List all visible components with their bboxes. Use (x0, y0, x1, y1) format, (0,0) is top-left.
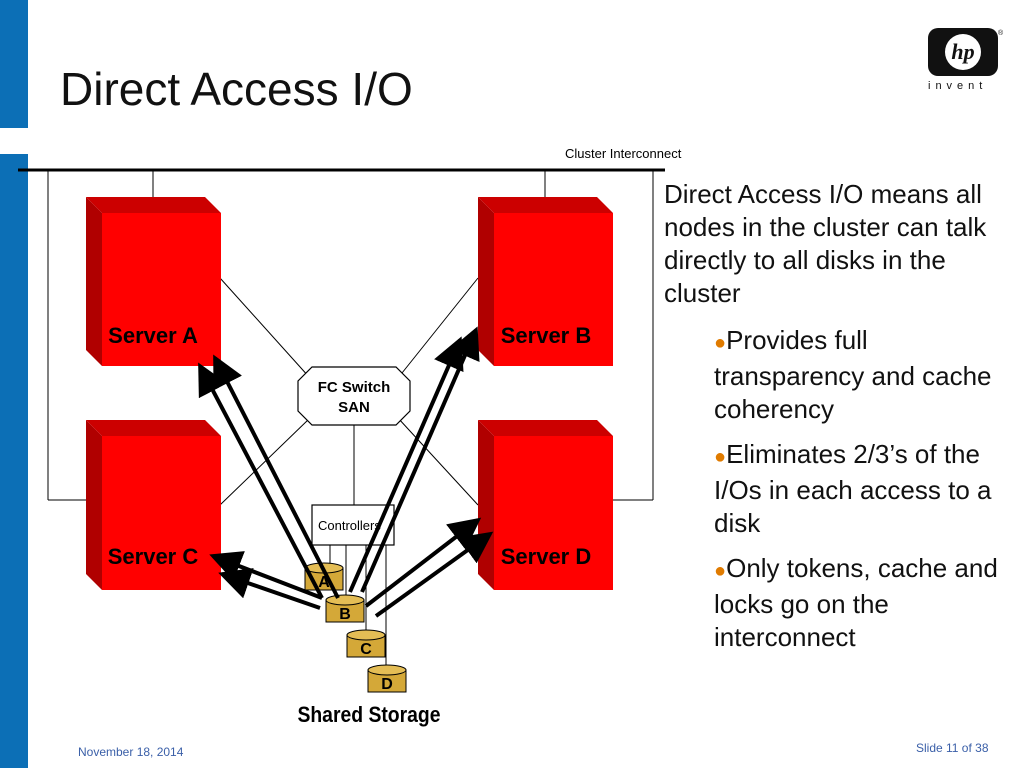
server-b: Server B (478, 197, 613, 366)
server-a: Server A (86, 197, 221, 366)
slide-number: Slide 11 of 38 (916, 741, 989, 755)
server-c-label: Server C (108, 544, 199, 569)
controllers-label: Controllers (318, 518, 381, 533)
disk-d: D (367, 664, 407, 693)
bullet-dot-icon: ● (714, 332, 727, 354)
server-b-label: Server B (501, 323, 592, 348)
san-link-a (219, 277, 311, 379)
san-link-d (397, 417, 479, 506)
server-c: Server C (86, 420, 221, 590)
bullet-item: ●Provides full transparency and cache co… (714, 324, 1004, 426)
bullet-text: Only tokens, cache and locks go on the i… (714, 553, 998, 652)
switch-label-line2: SAN (338, 399, 370, 416)
server-d-label: Server D (501, 544, 592, 569)
arrow-to-server-c-1 (209, 551, 323, 600)
san-link-b (397, 277, 479, 379)
arrow-to-server-d-2 (374, 531, 494, 618)
lead-paragraph: Direct Access I/O means all nodes in the… (664, 179, 987, 308)
disk-b-label: B (339, 606, 351, 623)
switch-label-line1: FC Switch (318, 379, 391, 396)
accent-bar-notch (0, 128, 28, 154)
san-link-c (219, 417, 311, 506)
bullet-text: Eliminates 2/3’s of the I/Os in each acc… (714, 439, 992, 538)
server-d: Server D (478, 420, 613, 590)
disk-d-label: D (381, 676, 393, 693)
interconnect-label: Cluster Interconnect (565, 146, 682, 161)
bullet-dot-icon: ● (714, 560, 727, 582)
arrow-to-server-b-2 (360, 326, 480, 593)
registered-mark: ® (998, 30, 1004, 37)
fc-switch-san: FC Switch SAN (297, 366, 411, 426)
logo-tagline: invent (928, 80, 988, 92)
left-accent-bar (0, 0, 28, 768)
logo-text: hp (951, 39, 974, 64)
disk-b: B (325, 594, 365, 623)
shared-storage-label: Shared Storage (297, 703, 440, 727)
bullet-item: ●Only tokens, cache and locks go on the … (714, 552, 1004, 654)
hp-logo: hp (928, 28, 998, 76)
arrow-to-server-a-2 (213, 354, 340, 599)
access-arrows (198, 326, 494, 618)
controllers-box: Controllers (311, 504, 395, 546)
arrow-to-server-b-1 (348, 336, 464, 593)
disk-c-label: C (360, 641, 372, 658)
slide-title: Direct Access I/O (60, 63, 413, 115)
arrow-to-server-a-1 (198, 362, 324, 599)
arrow-to-server-c-2 (218, 568, 321, 610)
bullet-item: ●Eliminates 2/3’s of the I/Os in each ac… (714, 438, 1004, 540)
bullet-dot-icon: ● (714, 446, 727, 468)
disk-c: C (346, 629, 386, 658)
bullet-text: Provides full transparency and cache coh… (714, 325, 992, 424)
bullet-list: Direct Access I/O means all nodes in the… (664, 178, 1004, 666)
footer-date: November 18, 2014 (78, 745, 184, 759)
server-a-label: Server A (108, 323, 198, 348)
